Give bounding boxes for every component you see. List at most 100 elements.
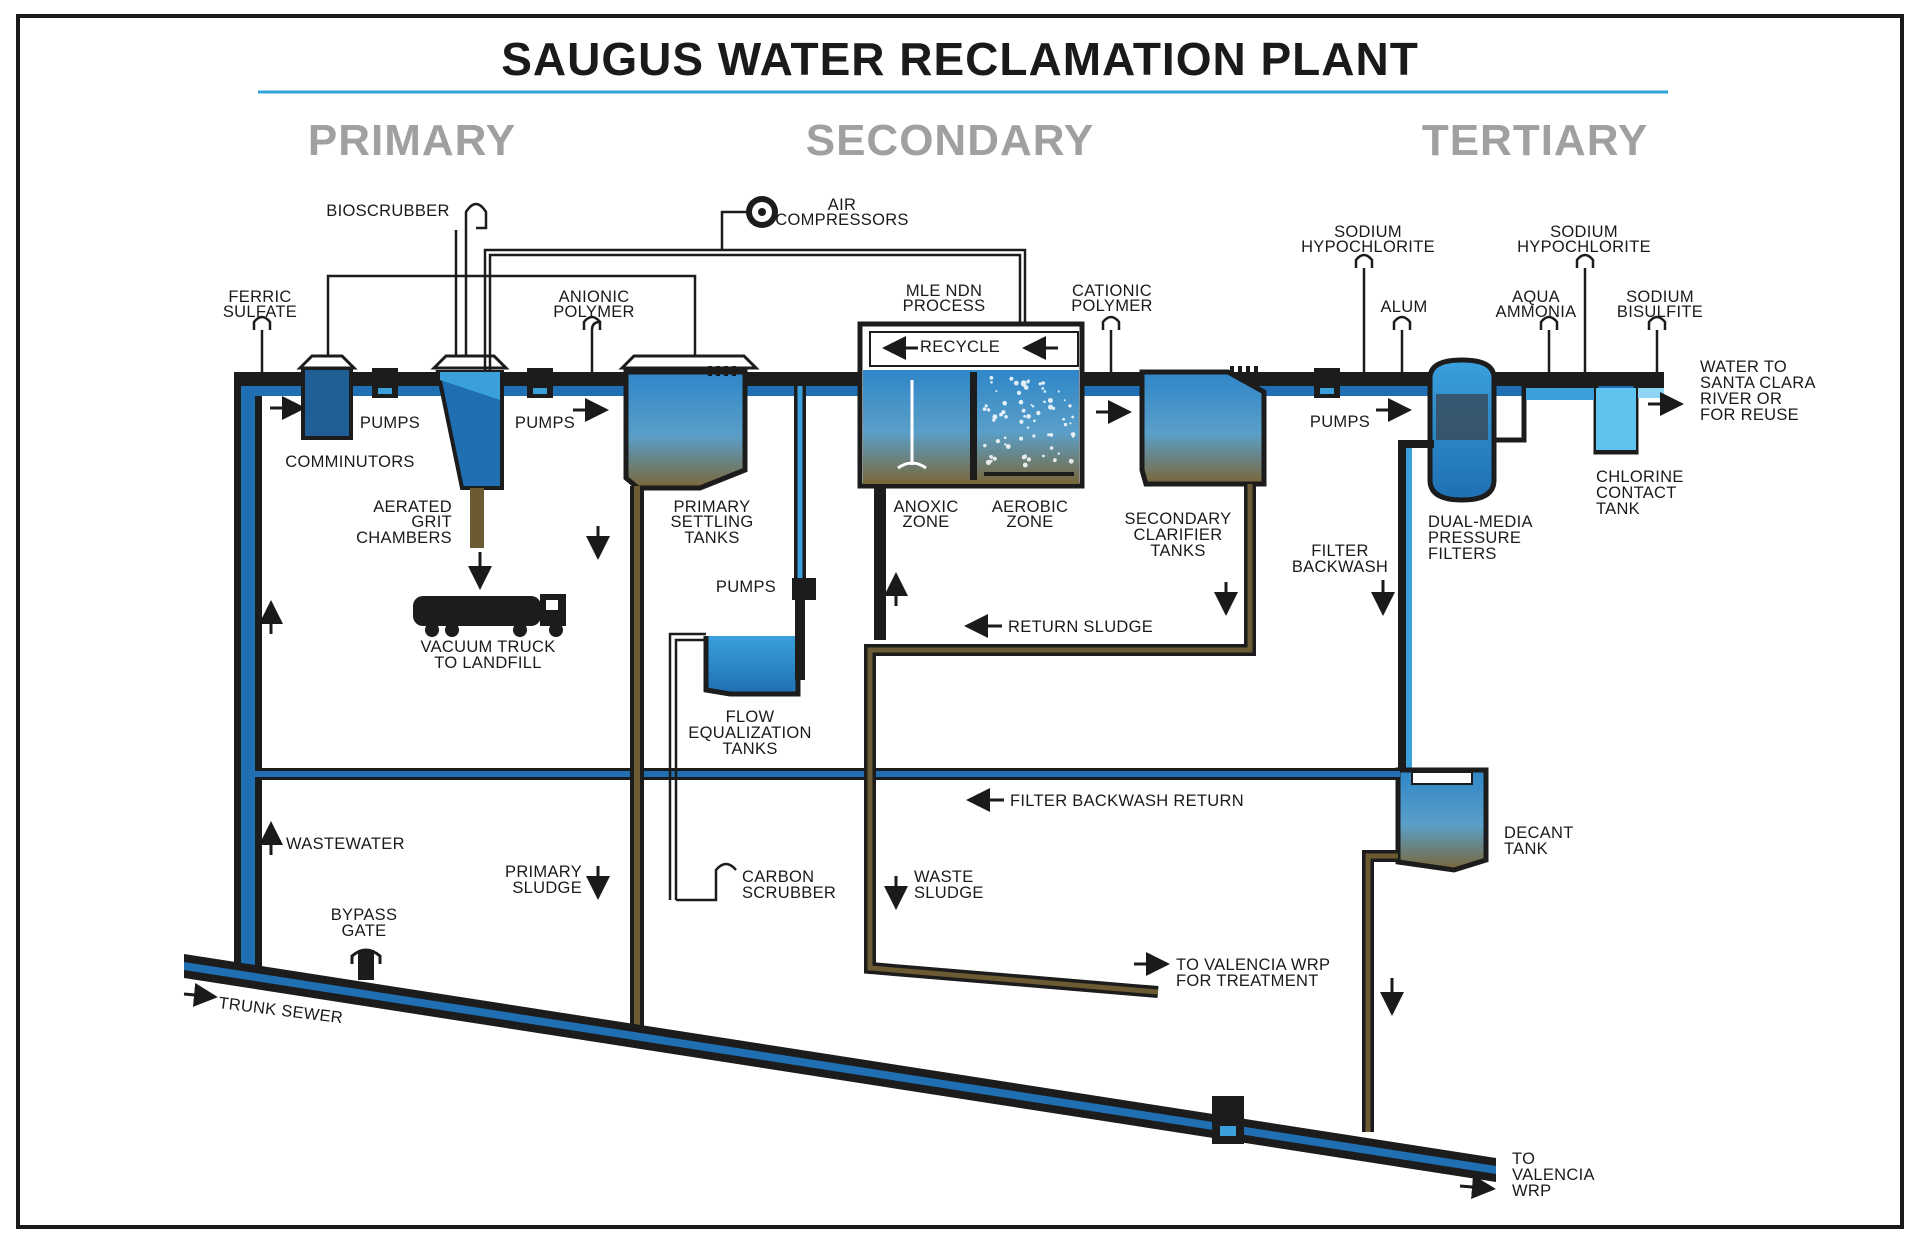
primary-settling-tank [618,354,760,491]
label-filter-backwash-2: BACKWASH [1292,558,1388,576]
label-anionic-polymer-1: ANIONIC [559,288,630,306]
label-flow-eq-1: FLOW [726,708,775,726]
pump-1 [372,368,398,398]
aeration-bubble [1005,444,1011,449]
label-aqua-ammonia-1: AQUA [1512,288,1560,306]
label-sodium-hypo-2b: HYPOCHLORITE [1517,238,1651,256]
comminutor-unit [296,354,358,440]
aeration-bubble [1043,390,1047,393]
label-chlorine-contact-1: CHLORINE [1596,468,1684,486]
trunk-sewer-pipe [184,954,1496,1182]
aeration-bubble [1043,400,1046,404]
aeration-bubble [989,459,993,463]
label-decant-tank-2: TANK [1504,840,1548,858]
label-wastewater: WASTEWATER [286,835,405,853]
label-primary-settling-2: SETTLING [670,513,753,531]
label-waste-sludge-2: SLUDGE [914,884,984,902]
aeration-bubble [1068,458,1074,464]
label-anionic-polymer-2: POLYMER [553,303,635,321]
aeration-bubble [1047,433,1050,437]
label-ferric-sulfate-2: SULFATE [223,303,297,321]
label-chlorine-contact-3: TANK [1596,500,1640,518]
label-sodium-bisulfite-1: SODIUM [1626,288,1694,306]
aeration-bubble [995,390,998,393]
aeration-bubble [1033,419,1036,423]
label-mle-ndn-1: MLE NDN [906,282,982,300]
aeration-bubble [1009,376,1014,381]
ferric-sulfate-feed [252,315,272,376]
label-alum: ALUM [1380,298,1427,316]
aerated-grit-chamber [430,354,510,548]
aeration-bubble [1018,399,1024,405]
label-air-compressors-2: COMPRESSORS [775,211,909,229]
aeration-bubble [1004,443,1007,446]
aeration-bubble [1016,390,1022,395]
aerobic-bubbles [982,376,1076,468]
aeration-bubble [985,459,992,465]
compressor-fan-icon [746,196,778,228]
aeration-bubble [1004,415,1008,419]
aeration-bubble [1022,462,1028,468]
aeration-bubble [1071,435,1075,438]
aeration-bubble [1038,382,1042,386]
label-anoxic-zone-2: ZONE [902,513,949,531]
label-comminutors: COMMINUTORS [285,453,415,471]
aeration-bubble [1041,387,1045,390]
return-sludge-loop [864,484,1256,998]
label-flow-eq-3: TANKS [722,740,777,758]
aeration-bubble [1070,432,1076,437]
aeration-bubble [1041,381,1045,385]
label-dual-media-2: PRESSURE [1428,529,1521,547]
aeration-bubble [1023,385,1029,390]
aeration-bubble [983,443,987,448]
section-primary: PRIMARY [308,116,516,165]
aeration-bubble [1036,410,1041,416]
aeration-bubble [1048,404,1053,410]
label-to-valencia-treatment-2: FOR TREATMENT [1176,972,1319,990]
label-aqua-ammonia-2: AMMONIA [1496,303,1577,321]
aeration-bubble [1001,410,1006,415]
return-sludge-loop-fill [867,484,1253,995]
label-filter-backwash-1: FILTER [1311,542,1368,560]
aeration-bubble [1057,452,1061,455]
aeration-bubble [984,404,988,408]
aeration-bubble [1019,419,1024,424]
aeration-bubble [1002,400,1007,406]
aeration-bubble [1049,446,1054,450]
label-vacuum-truck-2: TO LANDFILL [434,654,542,672]
bioscrubber-duct [326,202,697,356]
secondary-clarifier-tank [1139,366,1267,487]
aeration-bubble [992,414,998,420]
section-secondary: SECONDARY [806,116,1095,165]
aeration-bubble [1026,380,1030,384]
aeration-bubble [1021,380,1027,386]
aeration-bubble [987,408,991,412]
section-tertiary: TERTIARY [1422,116,1648,165]
flow-arrows [183,336,1684,1199]
label-aerobic-zone-2: ZONE [1006,513,1053,531]
label-carbon-scrubber-1: CARBON [742,868,814,886]
aeration-bubble [1057,390,1060,393]
label-to-valencia-wrp-2: VALENCIA [1512,1166,1595,1184]
primary-sludge-line [630,486,644,1026]
cationic-polymer-feed [1101,315,1121,376]
label-secondary-clarifier-3: TANKS [1150,542,1205,560]
label-aerobic-zone-1: AEROBIC [992,498,1068,516]
pump-2 [527,368,553,398]
anionic-polymer-feed [582,315,602,376]
label-anoxic-zone-1: ANOXIC [893,498,958,516]
label-bypass-gate-2: GATE [342,922,387,940]
aeration-bubble [1068,404,1072,408]
label-cationic-polymer-2: POLYMER [1071,297,1153,315]
decant-tank [1395,767,1489,873]
aeration-bubble [1071,415,1075,419]
aeration-bubble [1023,415,1026,418]
label-cationic-polymer-1: CATIONIC [1072,282,1152,300]
label-decant-tank-1: DECANT [1504,824,1574,842]
label-water-to-river-1: WATER TO [1700,358,1787,376]
dual-media-filter [1427,357,1497,503]
label-bypass-gate-1: BYPASS [331,906,398,924]
aeration-bubble [1042,454,1045,458]
